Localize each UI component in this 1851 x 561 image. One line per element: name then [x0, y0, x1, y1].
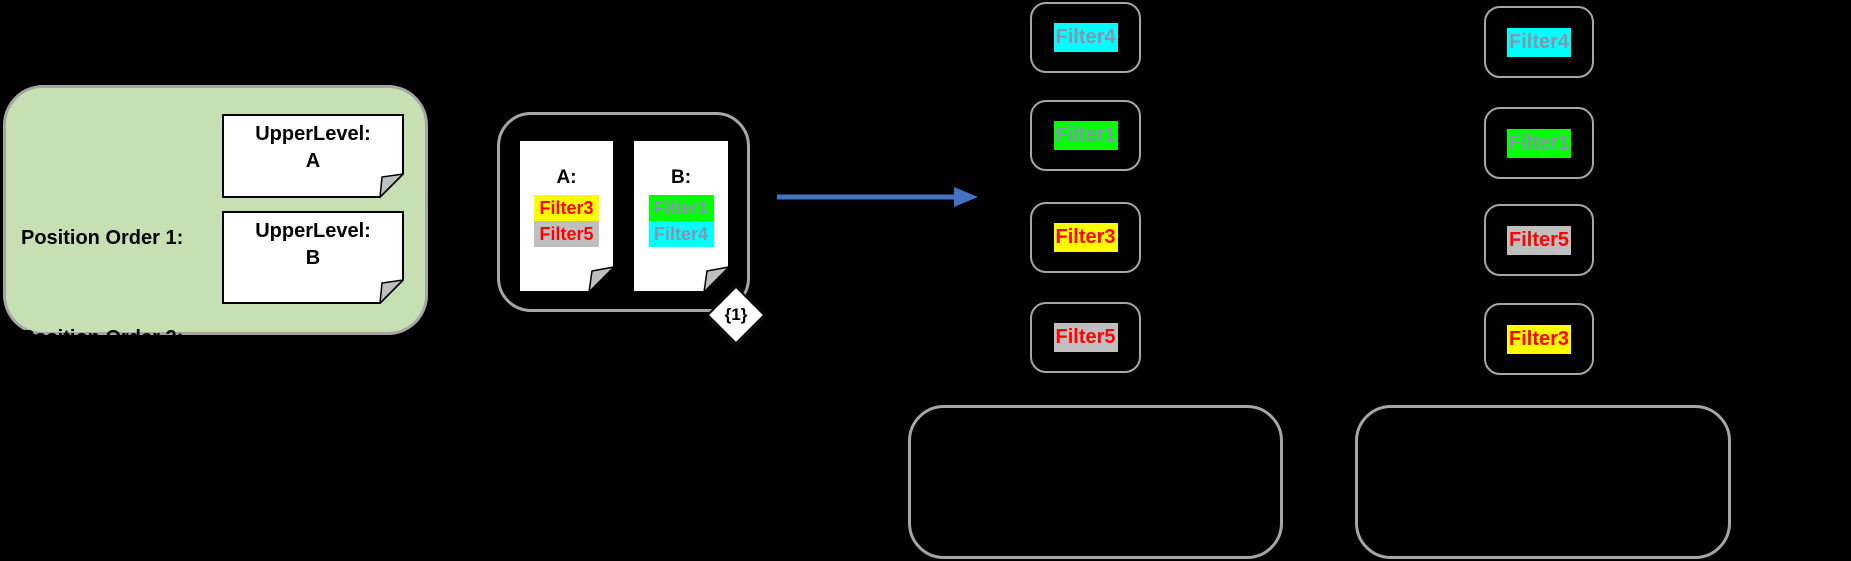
result-container-left: [908, 405, 1283, 559]
legend-note-a: UpperLevel: A: [222, 114, 404, 198]
upper-level-value: A: [305, 150, 321, 172]
note-fold-icon: [379, 173, 404, 198]
legend-row-label-1: Position Order 1:: [21, 227, 184, 249]
filter-chip: Filter1: [1507, 128, 1571, 158]
note-fold-icon: [588, 266, 615, 293]
result-slot: Filter3: [1484, 303, 1594, 375]
filter-chip: Filter5: [1507, 225, 1571, 255]
result-slot: Filter4: [1484, 6, 1594, 78]
folded-note-shape: [222, 211, 404, 304]
right-arrow-icon: [777, 187, 978, 207]
multiplicity-badge: {1}: [706, 285, 766, 345]
filter-chip: Filter3: [1053, 223, 1118, 252]
filter-chip: Filter5: [1053, 323, 1118, 352]
folded-note-shape: [222, 114, 404, 198]
multiplicity-badge-label: {1}: [724, 305, 748, 324]
source-note-b: B: Filter1 Filter4: [632, 139, 730, 293]
filter-chip: Filter3: [1507, 324, 1571, 354]
legend-panel: Position Order 1: Position Order 2: Uppe…: [3, 85, 428, 349]
source-note-a: A: Filter3 Filter5: [518, 139, 615, 293]
source-group-box: A: Filter3 Filter5 B: Filter1 Filter4: [497, 112, 750, 312]
filter-chip: Filter4: [648, 221, 714, 247]
result-container-right: [1355, 405, 1731, 559]
note-title: B:: [670, 167, 692, 188]
filter-chip: Filter4: [1053, 23, 1118, 52]
note-fold-icon: [703, 266, 730, 293]
result-slot: Filter4: [1030, 2, 1141, 73]
result-slot: Filter5: [1030, 302, 1141, 373]
filter-chip: Filter1: [648, 195, 714, 221]
legend-note-b: UpperLevel: B: [222, 211, 404, 304]
note-title: A:: [556, 167, 577, 188]
upper-level-value: B: [305, 247, 321, 269]
result-slot: Filter1: [1484, 107, 1594, 179]
legend-row-label-2: Position Order 2:: [21, 327, 184, 349]
upper-level-label: UpperLevel:: [255, 123, 371, 145]
filter-chip: Filter3: [534, 195, 599, 221]
filter-chip: Filter4: [1507, 27, 1571, 57]
upper-level-label: UpperLevel:: [255, 220, 371, 242]
result-slot: Filter5: [1484, 204, 1594, 276]
note-fold-icon: [379, 279, 404, 304]
filter-chip: Filter5: [534, 221, 599, 247]
filter-chip: Filter1: [1053, 121, 1118, 150]
result-slot: Filter3: [1030, 202, 1141, 273]
result-slot: Filter1: [1030, 100, 1141, 171]
